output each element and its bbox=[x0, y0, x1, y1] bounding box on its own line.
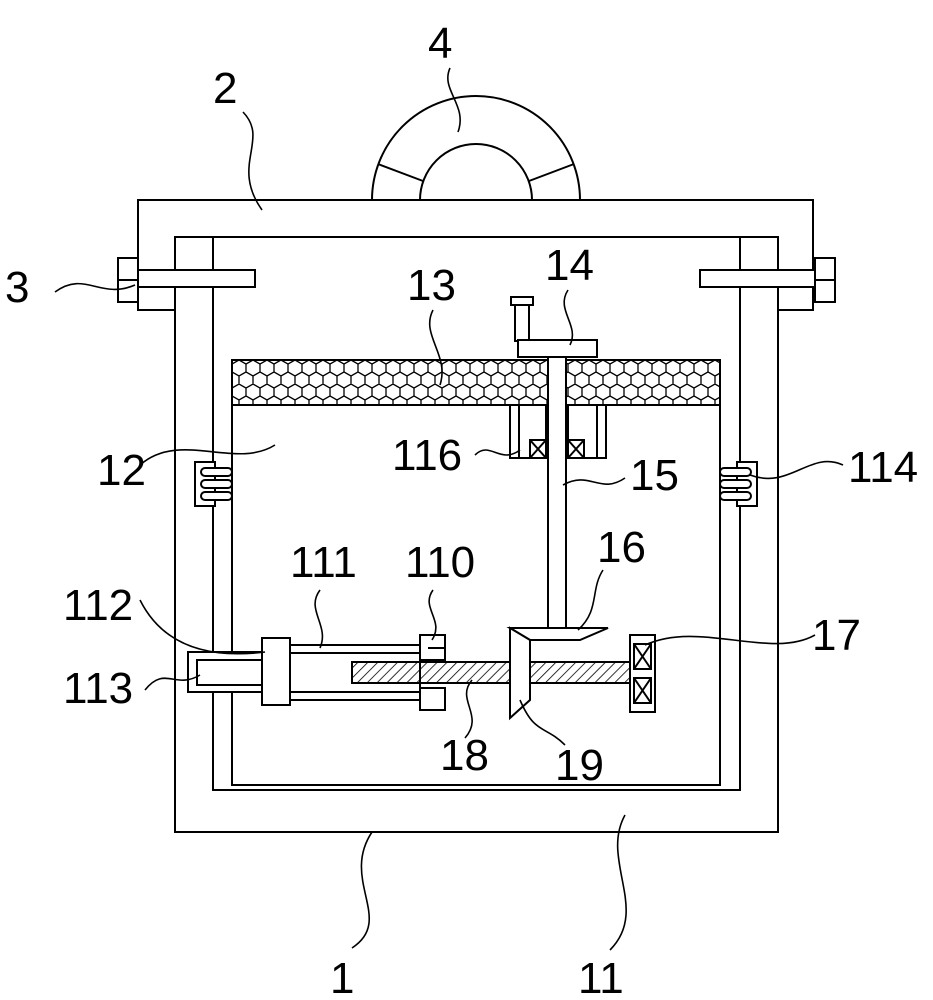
handle-arc bbox=[370, 95, 582, 201]
label-17: 17 bbox=[812, 611, 861, 660]
lid bbox=[137, 199, 814, 311]
leader-114 bbox=[749, 460, 844, 480]
leader-18 bbox=[464, 679, 473, 739]
leader-16 bbox=[577, 569, 604, 631]
label-112: 112 bbox=[63, 581, 133, 630]
bearing-block-right bbox=[567, 404, 607, 459]
label-18: 18 bbox=[440, 731, 489, 780]
container-body bbox=[174, 237, 779, 833]
leader-116 bbox=[474, 449, 521, 456]
label-2: 2 bbox=[213, 64, 237, 113]
clamp-left bbox=[117, 257, 256, 303]
nut-block-bottom bbox=[419, 687, 446, 711]
leader-4 bbox=[447, 67, 461, 133]
label-4: 4 bbox=[428, 19, 452, 68]
label-16: 16 bbox=[597, 523, 646, 572]
leader-17 bbox=[644, 634, 816, 646]
leader-11 bbox=[609, 814, 627, 951]
label-113: 113 bbox=[63, 664, 133, 713]
leader-13 bbox=[428, 309, 443, 386]
clamp-right bbox=[699, 257, 836, 303]
leader-110 bbox=[428, 589, 437, 641]
mount-bracket bbox=[187, 651, 263, 693]
motor-block bbox=[261, 637, 291, 706]
top-knob bbox=[510, 296, 598, 358]
label-1: 1 bbox=[330, 954, 354, 1000]
label-14: 14 bbox=[545, 241, 594, 290]
honeycomb-layer bbox=[231, 359, 721, 406]
vertical-shaft bbox=[547, 354, 567, 629]
leader-3 bbox=[54, 282, 136, 293]
label-12: 12 bbox=[97, 446, 146, 495]
leader-14 bbox=[563, 289, 574, 346]
leader-12 bbox=[139, 444, 276, 466]
label-15: 15 bbox=[630, 451, 679, 500]
leader-19 bbox=[519, 699, 566, 746]
leader-1 bbox=[351, 831, 373, 949]
label-116: 116 bbox=[392, 431, 462, 480]
side-clip-right bbox=[719, 461, 758, 507]
label-3: 3 bbox=[5, 263, 29, 312]
label-114: 114 bbox=[848, 443, 918, 492]
reference-numerals: 4 2 3 14 13 116 15 114 12 16 111 110 112… bbox=[5, 19, 918, 1000]
side-clip-left bbox=[194, 461, 233, 507]
threaded-screw bbox=[351, 661, 641, 684]
leader-112 bbox=[139, 599, 266, 655]
leader-2 bbox=[242, 111, 263, 211]
bevel-gear-vertical bbox=[509, 626, 531, 721]
leader-113 bbox=[144, 674, 201, 691]
label-110: 110 bbox=[405, 538, 475, 587]
bearing-block-left bbox=[509, 404, 547, 459]
leader-15 bbox=[562, 477, 626, 486]
label-111: 111 bbox=[290, 538, 357, 587]
end-bearing bbox=[629, 634, 656, 713]
label-11: 11 bbox=[578, 954, 624, 1000]
label-19: 19 bbox=[555, 741, 604, 790]
leader-111 bbox=[314, 589, 324, 649]
label-13: 13 bbox=[407, 261, 456, 310]
leader-lines bbox=[54, 67, 844, 951]
